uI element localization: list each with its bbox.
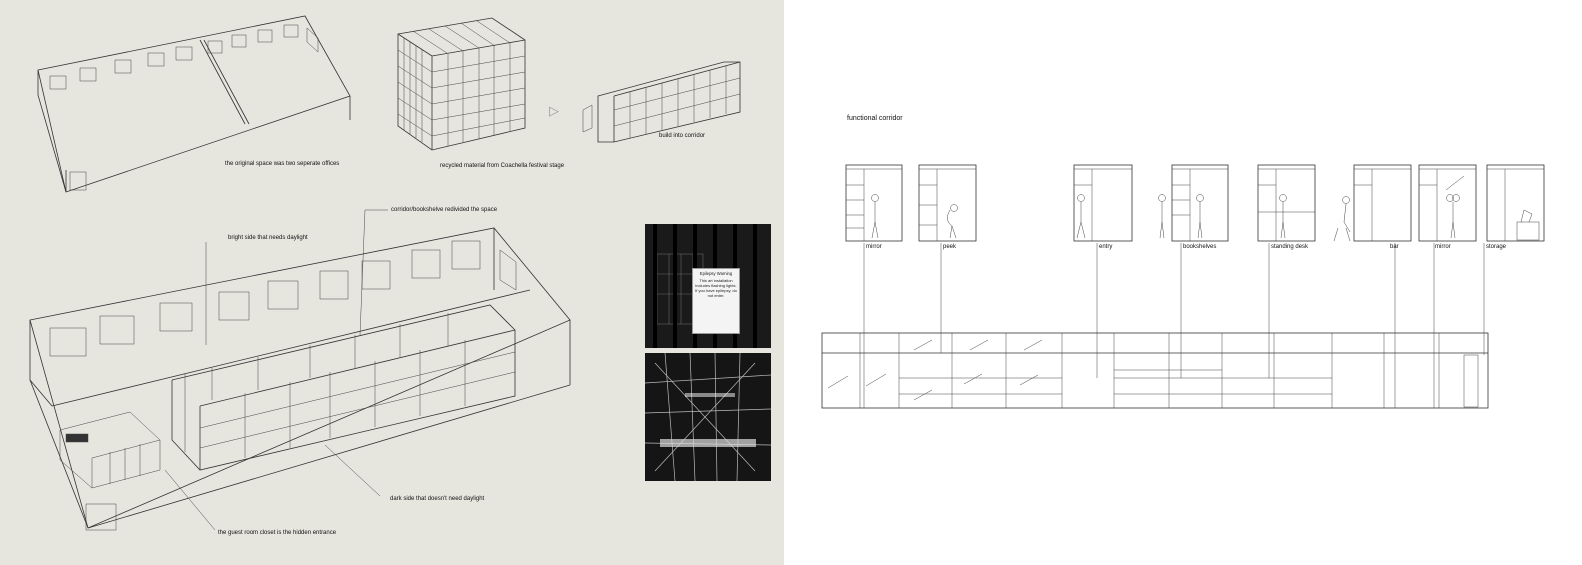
elevation-details — [827, 333, 1479, 408]
left-panel: the original space was two seperate offi… — [0, 0, 784, 565]
module-label-bookshelves: bookshelves — [1183, 244, 1217, 250]
left-drawing-canvas — [29, 15, 741, 531]
lit-structure-graphic — [645, 353, 771, 481]
epilepsy-warning-sign: Epilepsy Warning This art installation i… — [692, 268, 740, 334]
arrow-icon: ▷ — [549, 103, 559, 118]
photo-installation-lit — [645, 353, 771, 481]
photo-installation-exterior: Epilepsy Warning This art installation i… — [645, 224, 771, 348]
module-boxes — [845, 164, 1545, 242]
sign-title: Epilepsy Warning — [699, 271, 733, 276]
module-label-mirror-1: mirror — [866, 244, 882, 250]
module-label-bar: bar — [1390, 244, 1399, 250]
corridor-elevation-canvas — [821, 164, 1545, 409]
floor-plan-axonometric — [29, 227, 571, 531]
label-corridor-divide: corridor/bookshelve redivided the space — [391, 207, 498, 213]
label-dark-side: dark side that doesn't need daylight — [390, 496, 485, 502]
corridor-elevation — [821, 332, 1489, 409]
label-guest-closet: the guest room closet is the hidden entr… — [218, 530, 337, 536]
module-shelves — [846, 168, 1544, 241]
module-label-mirror-2: mirror — [1435, 244, 1451, 250]
label-recycled-material: recycled material from Coachella festiva… — [440, 163, 565, 169]
label-bright-side: bright side that needs daylight — [228, 235, 308, 241]
module-label-standing-desk: standing desk — [1271, 244, 1309, 250]
corridor-frame-drawing — [582, 61, 741, 143]
module-label-storage: storage — [1486, 244, 1507, 250]
stage-cube-drawing — [397, 17, 526, 151]
human-figures — [871, 175, 1540, 242]
label-build-into-corridor: build into corridor — [659, 133, 706, 139]
drop-lines — [863, 243, 1485, 408]
sign-body: This art installation includes flashing … — [695, 278, 737, 298]
functional-corridor-title: functional corridor — [847, 115, 903, 122]
leader-lines — [164, 209, 388, 531]
label-original-space: the original space was two seperate offi… — [225, 161, 340, 167]
module-label-entry: entry — [1099, 244, 1113, 250]
module-label-peek: peek — [943, 244, 957, 250]
right-panel: functional corridor — [784, 0, 1582, 565]
original-offices-drawing — [37, 15, 351, 193]
